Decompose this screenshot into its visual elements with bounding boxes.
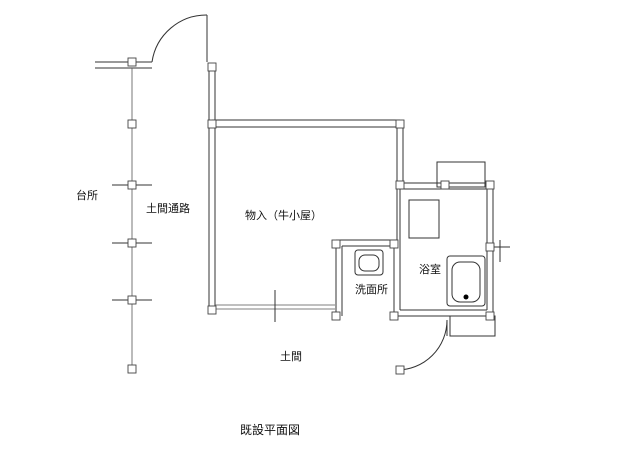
label-storage: 物入（牛小屋） <box>245 208 322 222</box>
top-door-swing <box>151 14 208 63</box>
col-10 <box>395 119 405 129</box>
bathtub-inner <box>451 261 481 303</box>
col-11 <box>395 180 405 190</box>
bathtub-outer <box>446 255 486 307</box>
doors <box>151 14 448 371</box>
drawing-caption: 既設平面図 <box>240 422 300 437</box>
col-15 <box>485 311 495 321</box>
col-6 <box>127 364 137 374</box>
label-kitchen: 台所 <box>76 188 98 202</box>
col-20 <box>395 365 405 375</box>
col-3 <box>127 180 137 190</box>
column-markers <box>127 57 495 375</box>
col-9 <box>207 305 217 315</box>
fixtures <box>354 199 486 307</box>
col-12 <box>440 180 450 190</box>
col-18 <box>389 239 399 249</box>
wash-basin-inner <box>358 254 380 272</box>
col-8 <box>207 119 217 129</box>
col-14 <box>485 242 495 252</box>
col-2 <box>127 119 137 129</box>
col-4 <box>127 238 137 248</box>
label-earthen-floor: 土間 <box>280 350 302 363</box>
bath-bottom-box <box>449 315 496 337</box>
col-1 <box>127 57 137 67</box>
col-19 <box>389 311 399 321</box>
label-washroom: 洗面所 <box>355 283 388 296</box>
bath-window-box <box>436 161 486 188</box>
room-labels: 台所 土間通路 物入（牛小屋） 浴室 洗面所 土間 <box>76 188 441 363</box>
col-5 <box>127 295 137 305</box>
bathtub-drain <box>463 294 469 300</box>
col-17 <box>331 311 341 321</box>
wash-basin-outer <box>354 249 384 276</box>
label-earthen-passage: 土間通路 <box>146 202 190 215</box>
bottom-door-swing <box>396 319 448 371</box>
col-7 <box>207 62 217 72</box>
label-bathroom: 浴室 <box>419 262 441 276</box>
col-16 <box>331 239 341 249</box>
laundry-box <box>408 199 440 239</box>
col-13 <box>485 180 495 190</box>
